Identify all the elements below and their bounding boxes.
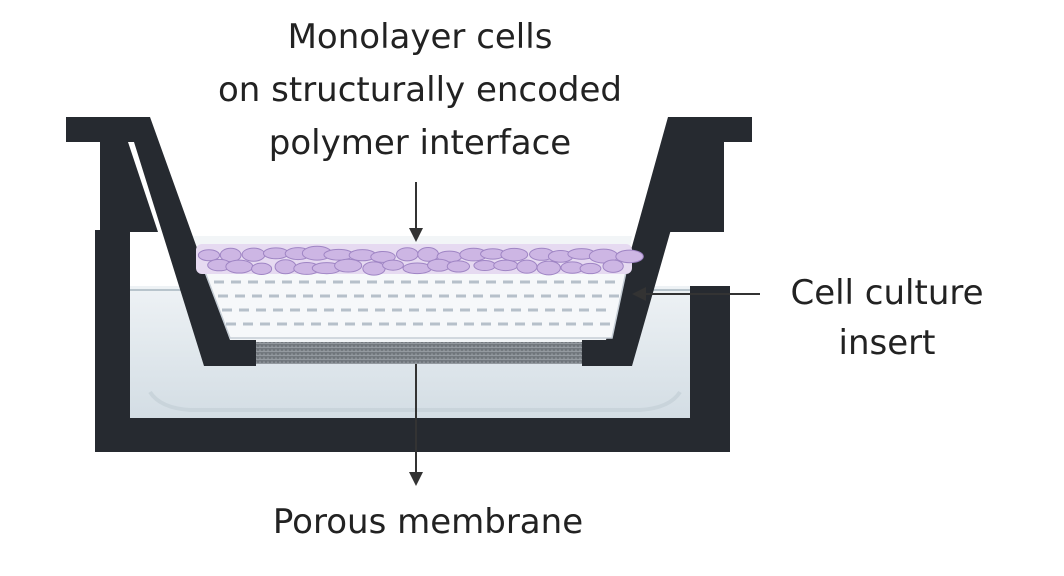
- arrow-to-membrane: [409, 364, 423, 486]
- insert-hanger-right: [668, 142, 724, 232]
- cell: [536, 260, 561, 276]
- cell: [516, 259, 538, 274]
- cell: [396, 247, 419, 262]
- cell: [370, 250, 396, 263]
- monolayer-label-line3: polymer interface: [268, 123, 572, 163]
- insert-wall-right: [582, 117, 752, 366]
- insert-label-line1: Cell culture: [790, 273, 984, 313]
- membrane-label-text: Porous membrane: [272, 502, 584, 542]
- porous-membrane-label: Porous membrane: [178, 496, 678, 549]
- monolayer-cells-label: Monolayer cells on structurally encoded …: [150, 11, 690, 170]
- porous-membrane: [256, 342, 582, 364]
- cell: [500, 247, 529, 262]
- cell: [382, 259, 404, 271]
- monolayer-label-line2: on structurally encoded: [218, 70, 622, 110]
- cell: [262, 247, 289, 260]
- cell: [362, 261, 386, 276]
- cell: [602, 259, 624, 273]
- insert-hanger-left: [100, 142, 158, 232]
- cell: [579, 262, 602, 275]
- outer-well-wall: [95, 230, 730, 452]
- cell-culture-insert-label: Cell culture insert: [752, 268, 1022, 368]
- monolayer-label-line1: Monolayer cells: [287, 17, 553, 57]
- cell: [241, 247, 266, 262]
- cell: [615, 249, 644, 264]
- arrow-to-monolayer: [409, 182, 423, 242]
- cell: [473, 260, 497, 272]
- arrow-to-insert: [632, 287, 760, 301]
- cell: [225, 259, 254, 274]
- cell: [334, 258, 363, 273]
- cell-monolayer: [196, 244, 644, 276]
- cell: [274, 259, 297, 275]
- cell: [446, 260, 471, 273]
- cell: [251, 262, 273, 276]
- cell: [493, 259, 519, 272]
- polymer-scaffold: [203, 271, 627, 339]
- insert-label-line2: insert: [838, 323, 936, 363]
- insert-wall-left: [66, 117, 256, 366]
- cell: [197, 249, 221, 262]
